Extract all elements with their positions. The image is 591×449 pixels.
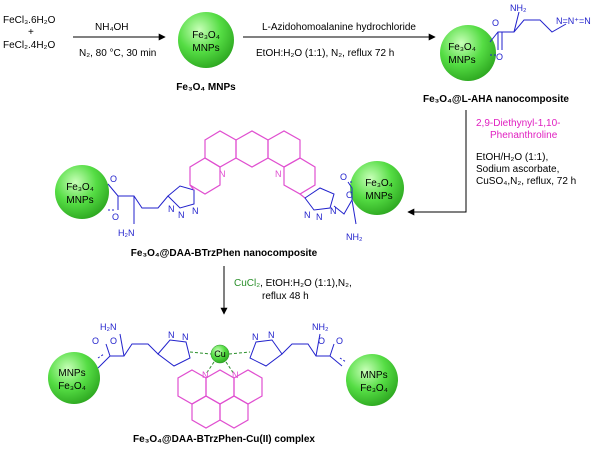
ligand-arm-right-cu	[281, 333, 347, 367]
mnp-sphere-4-left: MNPs Fe₃O₄	[48, 352, 100, 404]
atom-o: O	[340, 172, 347, 182]
atom-n: N	[330, 206, 337, 216]
atom-n: N	[178, 210, 185, 220]
phenanthroline-core	[189, 130, 316, 199]
atom-n: N	[219, 169, 226, 179]
atom-n: N	[268, 330, 275, 340]
phenanthroline-core-cu	[177, 369, 263, 429]
atom-h2n: H₂N	[118, 228, 135, 238]
sphere-label-bottom: Fe₃O₄	[58, 381, 86, 392]
sphere-label-top: Fe₃O₄	[192, 30, 220, 41]
triazole-right-cu	[249, 339, 283, 367]
cu-center: Cu	[189, 344, 251, 375]
atom-h2n: H₂N	[100, 322, 117, 332]
atom-o: O	[336, 336, 343, 346]
atom-o: O	[318, 336, 325, 346]
product2-label: Fe₃O₄@L-AHA nanocomposite	[423, 94, 569, 105]
step3-reagent-line2: Phenanthroline	[490, 130, 558, 141]
atom-o: O	[110, 174, 117, 184]
sphere-label-top: Fe₃O₄	[66, 182, 94, 193]
mnp-sphere-2: Fe₃O₄ MNPs	[440, 25, 496, 81]
atom-n: N	[182, 332, 189, 342]
atom-n: N	[316, 212, 323, 222]
atom-o: O	[492, 18, 499, 28]
atom-o: O	[346, 190, 353, 200]
sphere-label-bottom: MNPs	[192, 43, 219, 54]
mnp-sphere-3-right: Fe₃O₄ MNPs	[350, 161, 404, 215]
atom-nh2: NH₂	[312, 322, 329, 332]
mnp-sphere-1: Fe₃O₄ MNPs	[178, 12, 234, 68]
atom-o: O	[496, 52, 503, 62]
aha-ligand	[489, 11, 567, 56]
sphere-label-bottom: MNPs	[365, 191, 392, 202]
sphere-label-bottom: MNPs	[448, 55, 475, 66]
product4-label: Fe₃O₄@DAA-BTrzPhen-Cu(II) complex	[133, 434, 315, 445]
sphere-label-top: MNPs	[360, 370, 387, 381]
step3-cond-line3: CuSO₄,N₂, reflux, 72 h	[476, 176, 576, 187]
atom-n: N	[304, 210, 311, 220]
step3-cond-line2: Sodium ascorbate,	[476, 164, 559, 175]
atom-azide: N=N⁺=N⁻	[556, 16, 591, 26]
sphere-label-bottom: Fe₃O₄	[360, 383, 388, 394]
arrow-step3	[407, 110, 467, 216]
atom-n: N	[275, 169, 282, 179]
step1-reagent: NH₄OH	[95, 22, 129, 33]
product1-label: Fe₃O₄ MNPs	[176, 82, 236, 93]
atom-nh2: NH₂	[346, 232, 363, 242]
step4-cond-line2: reflux 48 h	[262, 291, 309, 302]
sphere-label-bottom: MNPs	[66, 195, 93, 206]
ligand-arm-right	[333, 181, 357, 225]
atom-o: O	[110, 336, 117, 346]
product3-label: Fe₃O₄@DAA-BTrzPhen nanocomposite	[131, 248, 318, 259]
atom-n: N	[202, 370, 209, 380]
atom-n: N	[168, 330, 175, 340]
step1-conditions: N₂, 80 °C, 30 min	[79, 48, 156, 59]
step2-reagent: L-Azidohomoalanine hydrochloride	[262, 22, 416, 33]
sphere-label-top: Fe₃O₄	[448, 42, 476, 53]
ligand-arm-left	[107, 183, 169, 224]
atom-n: N	[252, 332, 259, 342]
step3-cond-line1: EtOH/H₂O (1:1),	[476, 152, 548, 163]
mnp-sphere-4-right: MNPs Fe₃O₄	[346, 354, 398, 406]
step2-conditions: EtOH:H₂O (1:1), N₂, reflux 72 h	[256, 48, 394, 59]
atom-n: N	[192, 206, 199, 216]
ligand-arm-left-cu	[97, 333, 159, 369]
triazole-right	[304, 187, 335, 211]
triazole-left	[167, 185, 195, 209]
atom-nh2: NH₂	[510, 3, 527, 13]
step4-cond: CuCl₂, EtOH:H₂O (1:1),N₂,	[234, 278, 352, 289]
step3-reagent-line1: 2,9-Diethynyl-1,10-	[476, 118, 560, 129]
atom-cu: Cu	[214, 349, 226, 359]
atom-o: O	[92, 336, 99, 346]
atom-n: N	[168, 204, 175, 214]
reactant-fecl3: FeCl₃.6H₂O	[3, 15, 56, 26]
reactant-plus: +	[28, 27, 34, 38]
sphere-label-top: Fe₃O₄	[365, 178, 393, 189]
atom-n: N	[232, 370, 239, 380]
triazole-left-cu	[157, 339, 191, 367]
reactant-fecl2: FeCl₂.4H₂O	[3, 40, 55, 51]
mnp-sphere-3-left: Fe₃O₄ MNPs	[55, 165, 109, 219]
sphere-label-top: MNPs	[58, 368, 85, 379]
atom-o: O	[112, 212, 119, 222]
